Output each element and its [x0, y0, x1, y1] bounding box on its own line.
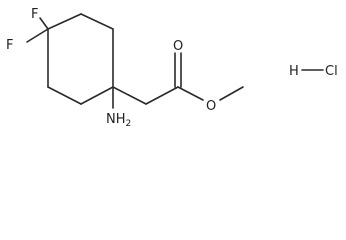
ring-bond-c5-c6 [47, 86, 82, 105]
ring-bond-c1-c2 [47, 13, 82, 30]
bond-c-f-left [26, 28, 49, 43]
bond-carbonyl-ester-o [177, 86, 204, 101]
bond-c-f-upper [39, 17, 49, 30]
bond-ring-ch2 [112, 86, 147, 105]
atom-label-ester-oxygen: O [206, 99, 216, 114]
ring-bond-c4-c5 [80, 86, 114, 105]
structure-diagram: F F NH2 O O H Cl [6, 7, 338, 129]
atom-label-hydrogen: H [289, 64, 299, 79]
atom-label-chlorine: Cl [325, 64, 338, 79]
atom-label-fluorine-upper: F [31, 7, 38, 22]
bond-ester-o-methyl [219, 86, 244, 101]
cyclohexane-ring [47, 13, 114, 105]
ring-bond-c2-c3 [80, 13, 114, 30]
amine-subscript: 2 [126, 119, 132, 129]
amine-symbol: NH [106, 112, 126, 127]
atom-label-amine: NH2 [106, 112, 131, 129]
bond-ch2-carbonyl [145, 86, 179, 105]
atom-label-fluorine-left: F [6, 38, 13, 53]
atom-label-carbonyl-oxygen: O [173, 39, 183, 54]
